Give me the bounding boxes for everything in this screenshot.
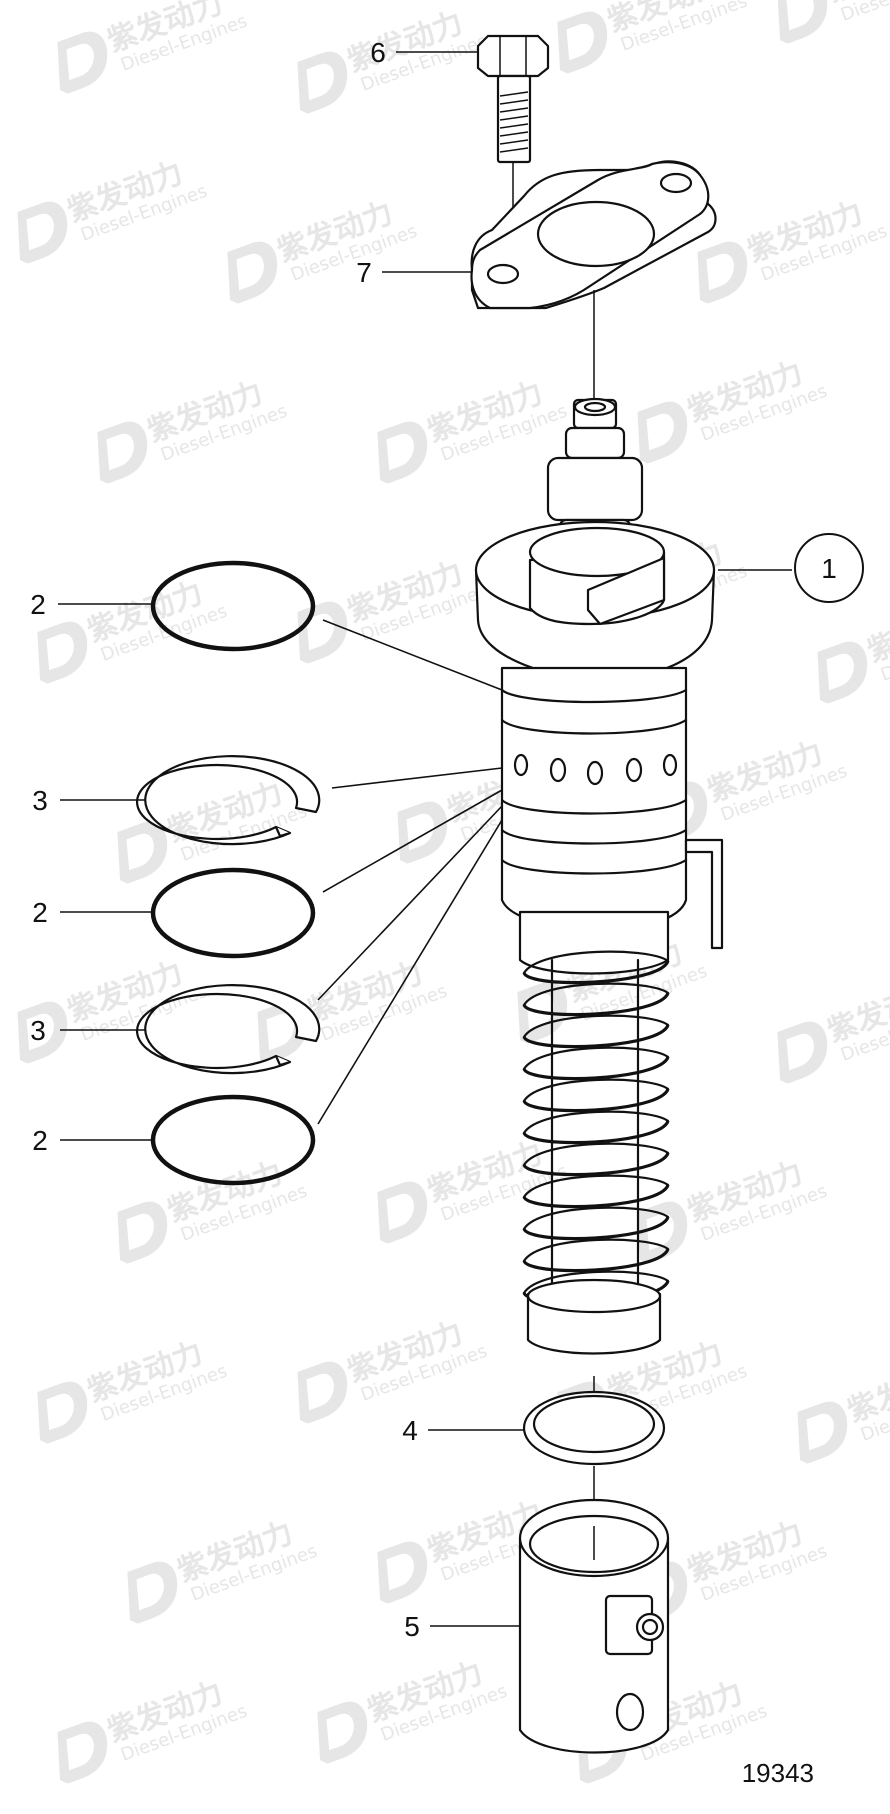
o-ring-upper-part	[150, 560, 316, 652]
flange-gasket-part	[470, 160, 717, 310]
callout-label-1: 1	[821, 553, 837, 584]
watermark-brand-cn: 紫发动力	[863, 595, 890, 669]
callout-circle-1	[794, 533, 864, 603]
leader-lines	[58, 51, 792, 1627]
callout-label-2a: 2	[30, 589, 46, 620]
washer-ring-part	[522, 1390, 666, 1466]
callout-label-5: 5	[404, 1611, 420, 1642]
pump-element-part	[474, 290, 724, 1355]
callout-label-2b: 2	[32, 897, 48, 928]
callout-label-3a: 3	[32, 785, 48, 816]
tappet-sleeve-part	[518, 1498, 670, 1754]
backup-ring-upper-part	[135, 755, 321, 846]
callout-label-4: 4	[402, 1415, 418, 1446]
o-ring-lower-part	[150, 1094, 316, 1186]
callout-label-3b: 3	[30, 1015, 46, 1046]
figure-number: 19343	[742, 1758, 814, 1788]
callout-label-2c: 2	[32, 1125, 48, 1156]
callout-label-7: 7	[356, 257, 372, 288]
backup-ring-lower-part	[135, 984, 321, 1075]
callout-label-6: 6	[370, 37, 386, 68]
watermark-brand-en: Diesel-Engines	[838, 0, 890, 26]
o-ring-middle-part	[150, 867, 316, 959]
bolt-part	[476, 34, 550, 164]
